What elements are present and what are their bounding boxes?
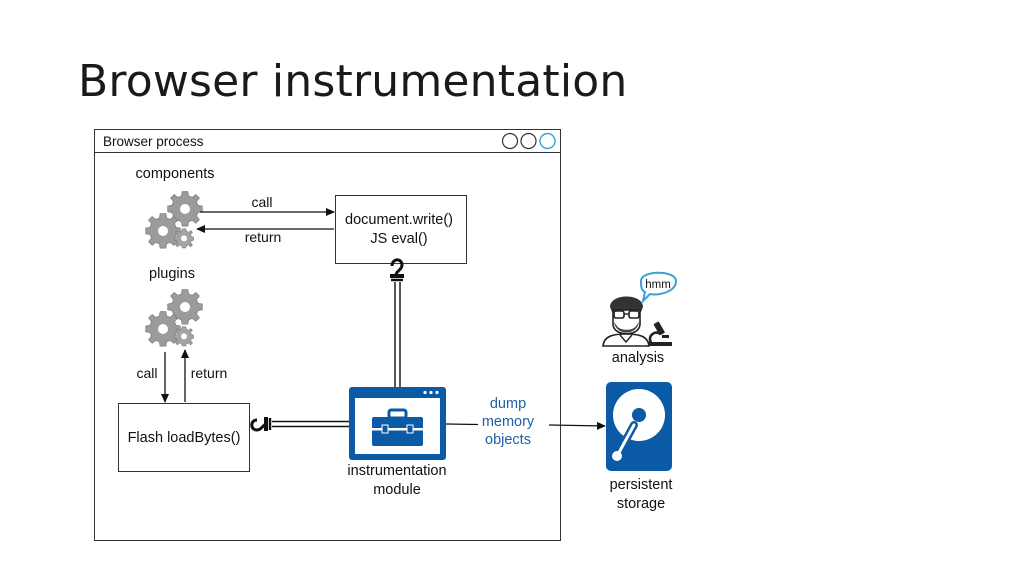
window-title: Browser process xyxy=(103,134,204,149)
dump-arrow-left xyxy=(445,423,479,426)
plugins-return-label: return xyxy=(191,365,228,381)
toolbox-icon xyxy=(349,387,446,460)
dump-label-line2: memory xyxy=(482,414,535,430)
document-write-box: document.write() JS eval() xyxy=(335,195,467,264)
dump-arrow xyxy=(548,421,606,430)
dump-label-line1: dump xyxy=(490,396,526,412)
speech-bubble-text: hmm xyxy=(645,279,671,291)
instrumentation-module-line2: module xyxy=(373,482,421,498)
dump-label-line3: objects xyxy=(485,432,531,448)
flash-loadbytes-box: Flash loadBytes() xyxy=(118,403,250,472)
hook-icon-left xyxy=(250,417,349,432)
analysis-label: analysis xyxy=(612,350,664,366)
document-write-label: document.write() xyxy=(345,212,453,228)
microscope-icon xyxy=(648,321,672,346)
storage-label-line2: storage xyxy=(617,496,665,512)
components-label: components xyxy=(136,166,215,182)
instrumentation-module-line1: instrumentation xyxy=(347,463,446,479)
storage-label-line1: persistent xyxy=(610,477,673,493)
hard-disk-icon xyxy=(606,382,672,471)
js-eval-label: JS eval() xyxy=(370,231,427,247)
components-call-label: call xyxy=(251,194,272,210)
window-button-3[interactable] xyxy=(539,132,556,150)
speech-bubble: hmm xyxy=(639,271,678,305)
analyst-icon xyxy=(602,296,650,347)
window-button-1[interactable] xyxy=(501,132,519,150)
hook-icon-top xyxy=(390,258,404,387)
flash-loadbytes-label: Flash loadBytes() xyxy=(128,430,241,446)
slide-title: Browser instrumentation xyxy=(78,56,628,107)
components-return-label: return xyxy=(245,229,282,245)
plugins-label: plugins xyxy=(149,266,195,282)
plugins-call-label: call xyxy=(136,365,157,381)
window-button-2[interactable] xyxy=(520,132,537,150)
